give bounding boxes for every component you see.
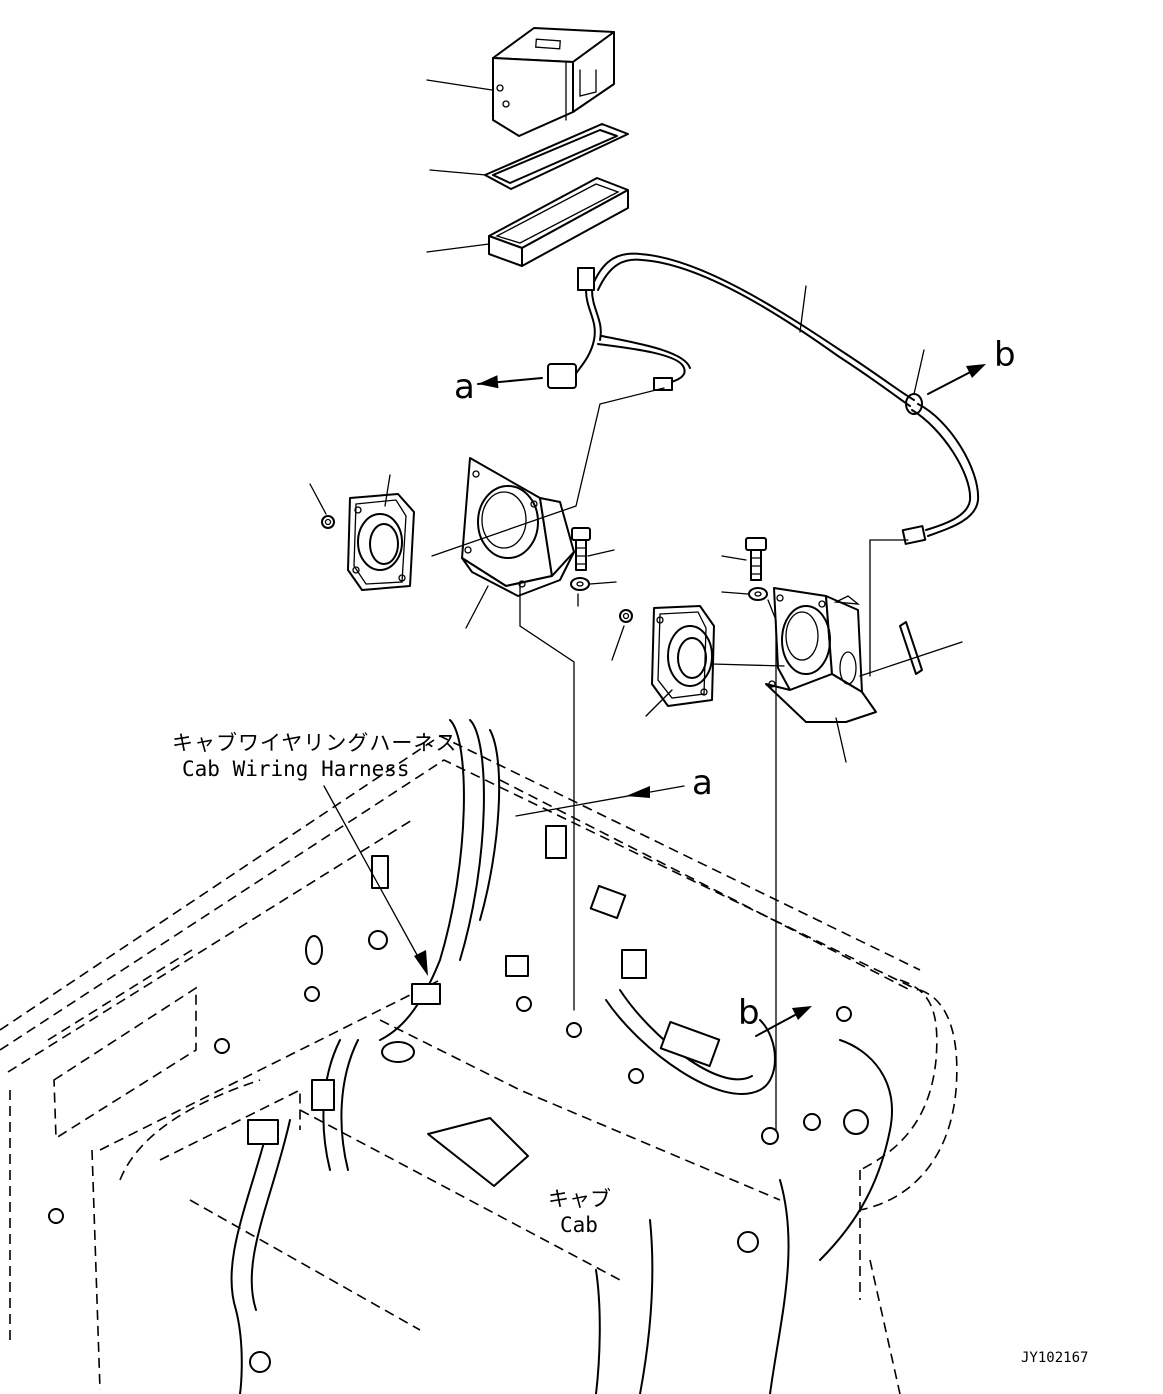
leader-right-washer — [721, 591, 749, 595]
leader-tray — [426, 243, 490, 253]
leader-harness — [799, 285, 807, 333]
leader-harness-clip — [913, 349, 925, 395]
leader-left-bracket — [465, 585, 489, 629]
right-washer — [748, 587, 768, 601]
callout-a-top-label: a — [454, 367, 475, 407]
leader-left-bolt — [587, 549, 615, 557]
leader-right-bolt — [721, 555, 747, 561]
leader-gasket — [429, 169, 487, 176]
wire-route-right — [869, 539, 909, 677]
callout-a-lower-label: a — [692, 763, 713, 803]
drawing-id: JY102167 — [1021, 1350, 1088, 1366]
speaker-axis-right — [711, 663, 785, 667]
left-speaker-bracket — [461, 457, 575, 597]
cab-label-en: Cab — [560, 1213, 598, 1237]
leader-right-nut — [611, 625, 625, 661]
leader-right-speaker — [645, 689, 673, 717]
mount-axis-right — [767, 599, 777, 1131]
foam-strip — [899, 621, 923, 675]
leader-radio — [426, 79, 493, 91]
callout-b-lower: b — [738, 993, 812, 1037]
speaker-wire-harness — [547, 252, 980, 545]
cab-label-jp: キャブ — [548, 1187, 611, 1211]
mount-axis-left — [519, 581, 575, 1011]
callout-b-lower-label: b — [738, 993, 760, 1033]
leader-left-nut — [309, 483, 327, 515]
leader-left-speaker — [384, 474, 391, 507]
callout-b-top: b — [927, 335, 1016, 395]
leader-left-washer — [589, 581, 617, 585]
leader-foam-strip — [859, 641, 963, 677]
cab-label: キャブ Cab — [548, 1187, 611, 1237]
left-speaker-nut — [321, 515, 335, 529]
callout-a-lower: a — [515, 763, 713, 817]
cab-wiring-harness-label-en: Cab Wiring Harness — [182, 757, 410, 781]
right-speaker — [651, 605, 715, 707]
cab-frame — [0, 735, 958, 1394]
right-speaker-bracket — [765, 587, 877, 723]
cab-harness-pipes — [230, 719, 893, 1394]
callout-b-top-label: b — [994, 335, 1016, 375]
radio-unit — [492, 27, 615, 137]
radio-gasket — [484, 123, 629, 190]
left-speaker — [347, 493, 415, 591]
cab-wiring-harness-callout: キャブワイヤリングハーネス Cab Wiring Harness — [172, 731, 457, 976]
radio-tray — [488, 177, 629, 267]
left-bolt — [571, 527, 591, 571]
cab-wiring-harness-label-jp: キャブワイヤリングハーネス — [172, 731, 457, 755]
wire-route-left — [431, 387, 665, 557]
right-speaker-nut — [619, 609, 633, 623]
left-washer — [570, 577, 590, 591]
leader-right-bracket — [835, 717, 847, 763]
right-bolt — [745, 537, 767, 581]
callout-a-top: a — [454, 367, 543, 407]
